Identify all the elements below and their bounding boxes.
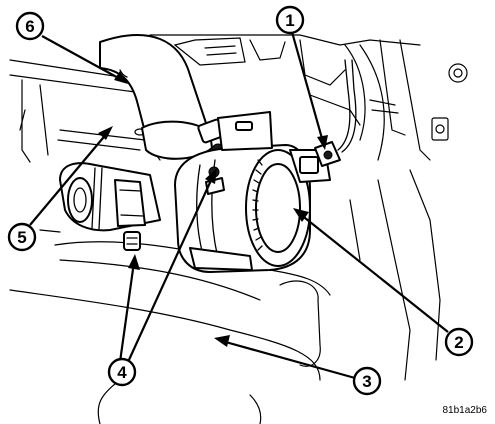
- leader-5: [29, 131, 109, 226]
- arrow-6: [114, 71, 128, 84]
- engine-background: [9, 34, 468, 424]
- arrow-4a: [128, 254, 140, 270]
- callout-4-label: 4: [117, 363, 127, 382]
- callout-6-label: 6: [25, 17, 34, 36]
- callout-leaders: [29, 31, 449, 380]
- leader-2: [299, 213, 449, 333]
- callout-1-label: 1: [285, 11, 294, 30]
- figure-id: 81b1a2b6: [442, 405, 488, 416]
- arrow-3: [214, 335, 230, 347]
- callout-2-label: 2: [454, 333, 463, 352]
- callout-4: 4: [107, 357, 137, 387]
- leader-3: [221, 339, 356, 380]
- arrow-2: [293, 208, 309, 222]
- upper-hose: [99, 34, 225, 160]
- arrow-4b: [205, 168, 217, 184]
- leader-4b: [126, 175, 215, 363]
- leader-4a: [118, 261, 136, 363]
- inlet-hose: [59, 162, 161, 251]
- callout-2: 2: [444, 327, 474, 357]
- callout-3-label: 3: [362, 372, 371, 391]
- callout-3: 3: [352, 366, 382, 396]
- arrow-1: [317, 135, 328, 150]
- callout-5: 5: [7, 222, 37, 252]
- callout-1: 1: [275, 5, 305, 35]
- pump-ribs: [252, 159, 263, 251]
- arrow-5: [98, 126, 113, 140]
- callout-5-label: 5: [17, 228, 26, 247]
- leader-6: [41, 35, 123, 81]
- callout-6: 6: [15, 11, 45, 41]
- leader-1: [290, 31, 325, 143]
- auxiliary-water-pump: [174, 59, 357, 273]
